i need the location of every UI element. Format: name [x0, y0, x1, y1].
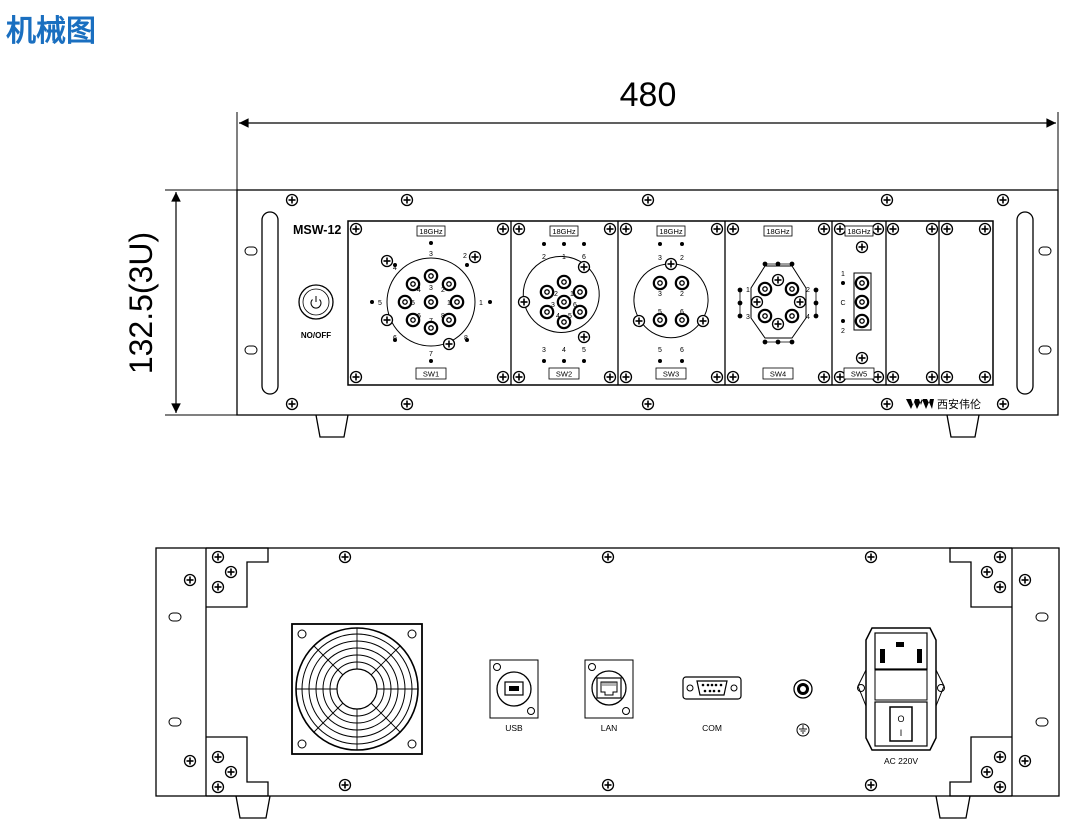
- sw2-module: 2 1 6 3 4 5 2 1 3 6 4 5: [517, 242, 600, 363]
- com-port[interactable]: [682, 676, 742, 700]
- svg-text:1: 1: [447, 300, 451, 307]
- svg-text:4: 4: [393, 265, 397, 272]
- svg-text:7: 7: [429, 318, 433, 325]
- svg-text:8: 8: [464, 335, 468, 342]
- svg-text:5: 5: [378, 300, 382, 307]
- right-handle: [1016, 211, 1034, 395]
- svg-text:7: 7: [429, 351, 433, 358]
- ground-terminal[interactable]: [793, 679, 813, 699]
- svg-text:6: 6: [680, 347, 684, 354]
- sw5-module: 1 C 2: [840, 240, 872, 365]
- svg-text:4: 4: [417, 287, 421, 294]
- svg-text:3: 3: [542, 347, 546, 354]
- svg-text:3: 3: [746, 314, 750, 321]
- svg-text:C: C: [840, 300, 845, 307]
- brand-logo-icon: [906, 399, 934, 409]
- sw1-freq: 18GHz: [419, 227, 443, 236]
- sw4-freq: 18GHz: [766, 227, 790, 236]
- svg-text:5: 5: [658, 347, 662, 354]
- usb-label: USB: [505, 723, 523, 733]
- svg-text:2: 2: [554, 291, 558, 298]
- svg-text:6: 6: [582, 254, 586, 261]
- sw2-freq: 18GHz: [552, 227, 576, 236]
- height-dimension: 132.5(3U): [123, 189, 238, 416]
- svg-text:2: 2: [841, 328, 845, 335]
- power-label: NO/OFF: [301, 331, 331, 340]
- svg-text:2: 2: [441, 287, 445, 294]
- switch-name-labels: SW1 SW2 SW3 SW4 SW5: [415, 367, 875, 380]
- fan-grille: [291, 623, 423, 755]
- lan-label: LAN: [601, 723, 618, 733]
- brand-name: 西安伟伦: [937, 397, 981, 411]
- power-button[interactable]: [298, 284, 334, 320]
- svg-text:2: 2: [463, 253, 467, 260]
- svg-text:2: 2: [542, 254, 546, 261]
- sw2-label: SW2: [556, 370, 572, 379]
- svg-text:2: 2: [806, 287, 810, 294]
- sw5-label: SW5: [851, 370, 867, 379]
- sw1-module: 3 2 1 8 7 6 5 4 2 1 3 4 5 6 7 8: [370, 241, 492, 363]
- sw4-module: 1 2 3 4: [737, 261, 819, 345]
- svg-text:6: 6: [573, 302, 577, 309]
- model-label: MSW-12: [293, 223, 341, 237]
- svg-text:1: 1: [746, 287, 750, 294]
- width-label: 480: [620, 76, 677, 114]
- svg-text:2: 2: [680, 291, 684, 298]
- svg-text:5: 5: [658, 309, 662, 316]
- switch-on-label: O: [897, 714, 904, 724]
- svg-text:1: 1: [562, 254, 566, 261]
- svg-text:3: 3: [429, 285, 433, 292]
- sw3-label: SW3: [663, 370, 679, 379]
- svg-text:3: 3: [429, 251, 433, 258]
- switch-off-label: I: [900, 728, 903, 738]
- width-dimension: 480: [236, 76, 1059, 190]
- svg-text:1: 1: [841, 271, 845, 278]
- svg-text:6: 6: [393, 335, 397, 342]
- power-rocker-switch[interactable]: O I: [889, 706, 913, 742]
- sw1-label: SW1: [423, 370, 439, 379]
- svg-text:6: 6: [417, 313, 421, 320]
- svg-text:1: 1: [479, 300, 483, 307]
- corner-brackets: [206, 547, 1012, 797]
- lan-port[interactable]: [584, 659, 634, 719]
- usb-port[interactable]: [489, 659, 539, 719]
- svg-text:6: 6: [680, 309, 684, 316]
- svg-text:4: 4: [562, 347, 566, 354]
- sw5-freq: 18GHz: [847, 227, 871, 236]
- ground-icon: [796, 723, 810, 737]
- front-panel: MSW-12 NO/OFF: [236, 189, 1059, 438]
- page-title: 机械图: [6, 14, 96, 49]
- svg-text:4: 4: [806, 314, 810, 321]
- svg-text:3: 3: [658, 255, 662, 262]
- svg-text:8: 8: [441, 313, 445, 320]
- svg-text:1: 1: [570, 291, 574, 298]
- left-handle: [261, 211, 279, 395]
- ac-label: AC 220V: [884, 756, 918, 766]
- height-label: 132.5(3U): [123, 232, 159, 374]
- power-icon: [310, 296, 322, 309]
- svg-text:2: 2: [680, 255, 684, 262]
- rear-panel: USB LAN: [155, 547, 1060, 819]
- svg-text:5: 5: [582, 347, 586, 354]
- svg-text:4: 4: [556, 313, 560, 320]
- sw3-module: 3 2 5 6 3 2 5 6: [632, 242, 710, 363]
- svg-text:3: 3: [551, 302, 555, 309]
- sw4-label: SW4: [770, 370, 786, 379]
- svg-text:3: 3: [658, 291, 662, 298]
- svg-text:5: 5: [568, 313, 572, 320]
- sw3-freq: 18GHz: [659, 227, 683, 236]
- svg-text:5: 5: [411, 300, 415, 307]
- freq-labels: 18GHz 18GHz 18GHz 18GHz 18GHz: [416, 225, 874, 237]
- com-label: COM: [702, 723, 722, 733]
